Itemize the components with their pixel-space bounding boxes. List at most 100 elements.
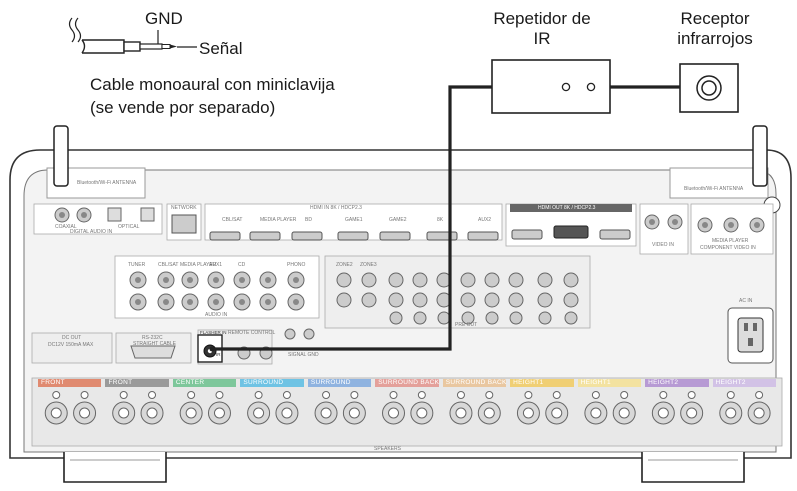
speaker-polarity-mark xyxy=(659,391,668,399)
pre-out-section xyxy=(324,255,591,329)
speaker-group-label: FRONT xyxy=(38,379,102,387)
hdmi-input-aux2: AUX2 xyxy=(478,217,492,223)
speaker-polarity-mark xyxy=(417,391,426,399)
ir-cable xyxy=(212,85,492,351)
speaker-binding-post-center xyxy=(146,407,158,419)
signal-label: Señal xyxy=(199,39,243,58)
speaker-polarity-mark xyxy=(80,391,89,399)
dc-out-label: DC OUT xyxy=(62,335,82,341)
rs232c-label: RS-232C xyxy=(142,335,163,341)
speaker-group-label: FRONT xyxy=(105,379,169,387)
antenna-right-label: Bluetooth/Wi-Fi ANTENNA xyxy=(684,186,744,192)
hdmi-input-game1: GAME1 xyxy=(345,217,363,223)
speaker-binding-post-center xyxy=(388,407,400,419)
digital-audio-in-label: DIGITAL AUDIO IN xyxy=(70,229,113,235)
hdmi-input-game2: GAME2 xyxy=(389,217,407,223)
speaker-binding-post-center xyxy=(79,407,91,419)
pre-out-label: PRE OUT xyxy=(455,322,478,328)
speaker-group-label: HEIGHT1 xyxy=(510,379,574,387)
hdmi-out-section xyxy=(505,203,637,247)
speaker-polarity-mark xyxy=(52,391,61,399)
media-player-label: MEDIA PLAYER xyxy=(712,238,749,244)
speaker-polarity-mark xyxy=(322,391,331,399)
speaker-binding-post-center xyxy=(118,407,130,419)
antenna-left xyxy=(46,125,146,199)
zone2-label: ZONE2 xyxy=(336,262,353,268)
speaker-binding-post-center xyxy=(618,407,630,419)
audio-input-aux1: AUX1 xyxy=(209,262,223,268)
ir-repeater-label: Repetidor de IR xyxy=(475,9,609,49)
speaker-binding-post-center xyxy=(348,407,360,419)
cable-caption-line2: (se vende por separado) xyxy=(90,98,276,117)
hdmi-in-label: HDMI IN 8K / HDCP2.3 xyxy=(310,205,362,211)
speaker-binding-post-center xyxy=(753,407,765,419)
speaker-binding-post-center xyxy=(590,407,602,419)
speaker-binding-post-center xyxy=(281,407,293,419)
optical-label: OPTICAL xyxy=(118,224,140,230)
ir-repeater-box xyxy=(491,59,611,114)
hdmi-input-8k: 8K xyxy=(437,217,444,223)
speaker-binding-post-center xyxy=(725,407,737,419)
hdmi-in-section xyxy=(204,203,503,241)
speaker-polarity-mark xyxy=(552,391,561,399)
antenna-left-label: Bluetooth/Wi-Fi ANTENNA xyxy=(77,180,137,186)
speaker-group-label: SURROUND BACK xyxy=(375,379,439,387)
video-in-label: VIDEO IN xyxy=(652,242,674,248)
ir-receiver-label-line1: Receptor xyxy=(680,9,750,28)
ir-receiver-label: Receptor infrarrojos xyxy=(648,9,782,49)
speaker-group-label: HEIGHT2 xyxy=(712,379,776,387)
network-port xyxy=(166,203,202,241)
speaker-polarity-mark xyxy=(456,391,465,399)
speaker-binding-post-center xyxy=(686,407,698,419)
speaker-binding-post-center xyxy=(320,407,332,419)
digital-audio-in-section xyxy=(33,203,163,235)
speaker-group-label: HEIGHT1 xyxy=(577,379,642,387)
speaker-polarity-mark xyxy=(726,391,735,399)
speaker-polarity-mark xyxy=(591,391,600,399)
audio-input-media-player: MEDIA PLAYER xyxy=(180,262,217,268)
signal-gnd-label: SIGNAL GND xyxy=(288,352,319,358)
speaker-binding-post-center xyxy=(50,407,62,419)
speaker-binding-post-center xyxy=(253,407,265,419)
audio-in-label: AUDIO IN xyxy=(205,312,228,318)
speakers-label: SPEAKERS xyxy=(374,446,401,452)
antenna-right xyxy=(669,125,781,214)
hdmi-input-bd: BD xyxy=(305,217,312,223)
dc-out-spec: DC12V 150mA MAX xyxy=(48,342,94,348)
network-label: NETWORK xyxy=(171,205,197,211)
speaker-binding-post-center xyxy=(416,407,428,419)
ir-repeater-label-line1: Repetidor de xyxy=(493,9,591,28)
mono-minijack-cable xyxy=(68,17,197,54)
speaker-binding-post-center xyxy=(483,407,495,419)
ir-repeater-label-line2: IR xyxy=(533,29,551,48)
analog-audio-in-section xyxy=(114,255,320,319)
speaker-binding-post-center xyxy=(185,407,197,419)
ir-receiver-box xyxy=(679,63,739,113)
speaker-binding-post-center xyxy=(522,407,534,419)
hdmi-out-label: HDMI OUT 8K / HDCP2.3 xyxy=(538,205,596,211)
audio-input-tuner: TUNER xyxy=(128,262,146,268)
audio-input-phono: PHONO xyxy=(287,262,306,268)
dc-out-rs232-section xyxy=(31,332,192,364)
speaker-group-label: SURROUND xyxy=(307,379,372,387)
ir-in-label: IR xyxy=(216,352,221,357)
speaker-polarity-mark xyxy=(389,391,398,399)
speaker-polarity-mark xyxy=(187,391,196,399)
speaker-polarity-mark xyxy=(148,391,157,399)
straight-cable-label: STRAIGHT CABLE xyxy=(133,341,176,347)
ir-receiver-label-line2: infrarrojos xyxy=(677,29,753,48)
speaker-polarity-mark xyxy=(119,391,128,399)
audio-input-cd: CD xyxy=(238,262,246,268)
speaker-binding-post-center xyxy=(657,407,669,419)
ac-in-label: AC IN xyxy=(739,298,753,304)
remote-control-label: REMOTE CONTROL xyxy=(228,330,276,336)
speaker-polarity-mark xyxy=(215,391,224,399)
speaker-polarity-mark xyxy=(620,391,629,399)
speaker-polarity-mark xyxy=(755,391,764,399)
flasher-in-label: FLASHER IN xyxy=(200,330,227,335)
speaker-group-label: SURROUND xyxy=(240,379,304,387)
speaker-polarity-mark xyxy=(524,391,533,399)
speaker-terminals xyxy=(31,377,783,447)
speaker-group-label: CENTER xyxy=(172,379,237,387)
